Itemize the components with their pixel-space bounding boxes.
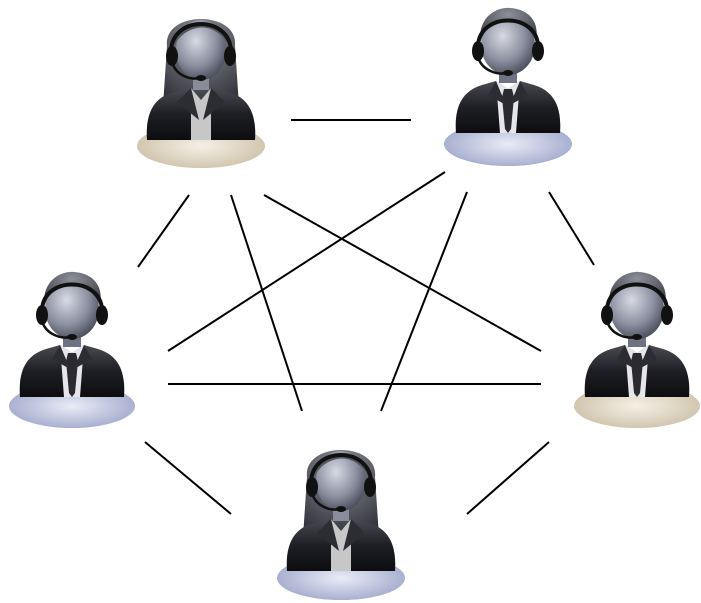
- edge-top-left-middle-left: [138, 195, 189, 267]
- edge-middle-left-bottom: [145, 442, 231, 514]
- edge-top-left-middle-right: [264, 195, 541, 351]
- male-agent-headset-icon: [585, 272, 690, 397]
- edge-top-right-middle-left: [168, 172, 445, 351]
- agent-middle-right: [574, 272, 700, 428]
- connections: [138, 120, 594, 514]
- agent-top-left: [137, 19, 265, 168]
- female-agent-headset-icon: [147, 19, 256, 140]
- male-agent-headset-icon: [456, 8, 561, 133]
- agent-middle-left: [9, 272, 135, 428]
- agent-top-right: [444, 8, 572, 166]
- edge-top-right-middle-right: [549, 192, 594, 265]
- female-agent-headset-icon: [287, 450, 396, 571]
- agent-bottom: [277, 450, 405, 600]
- male-agent-headset-icon: [20, 272, 125, 397]
- edge-middle-right-bottom: [467, 442, 549, 514]
